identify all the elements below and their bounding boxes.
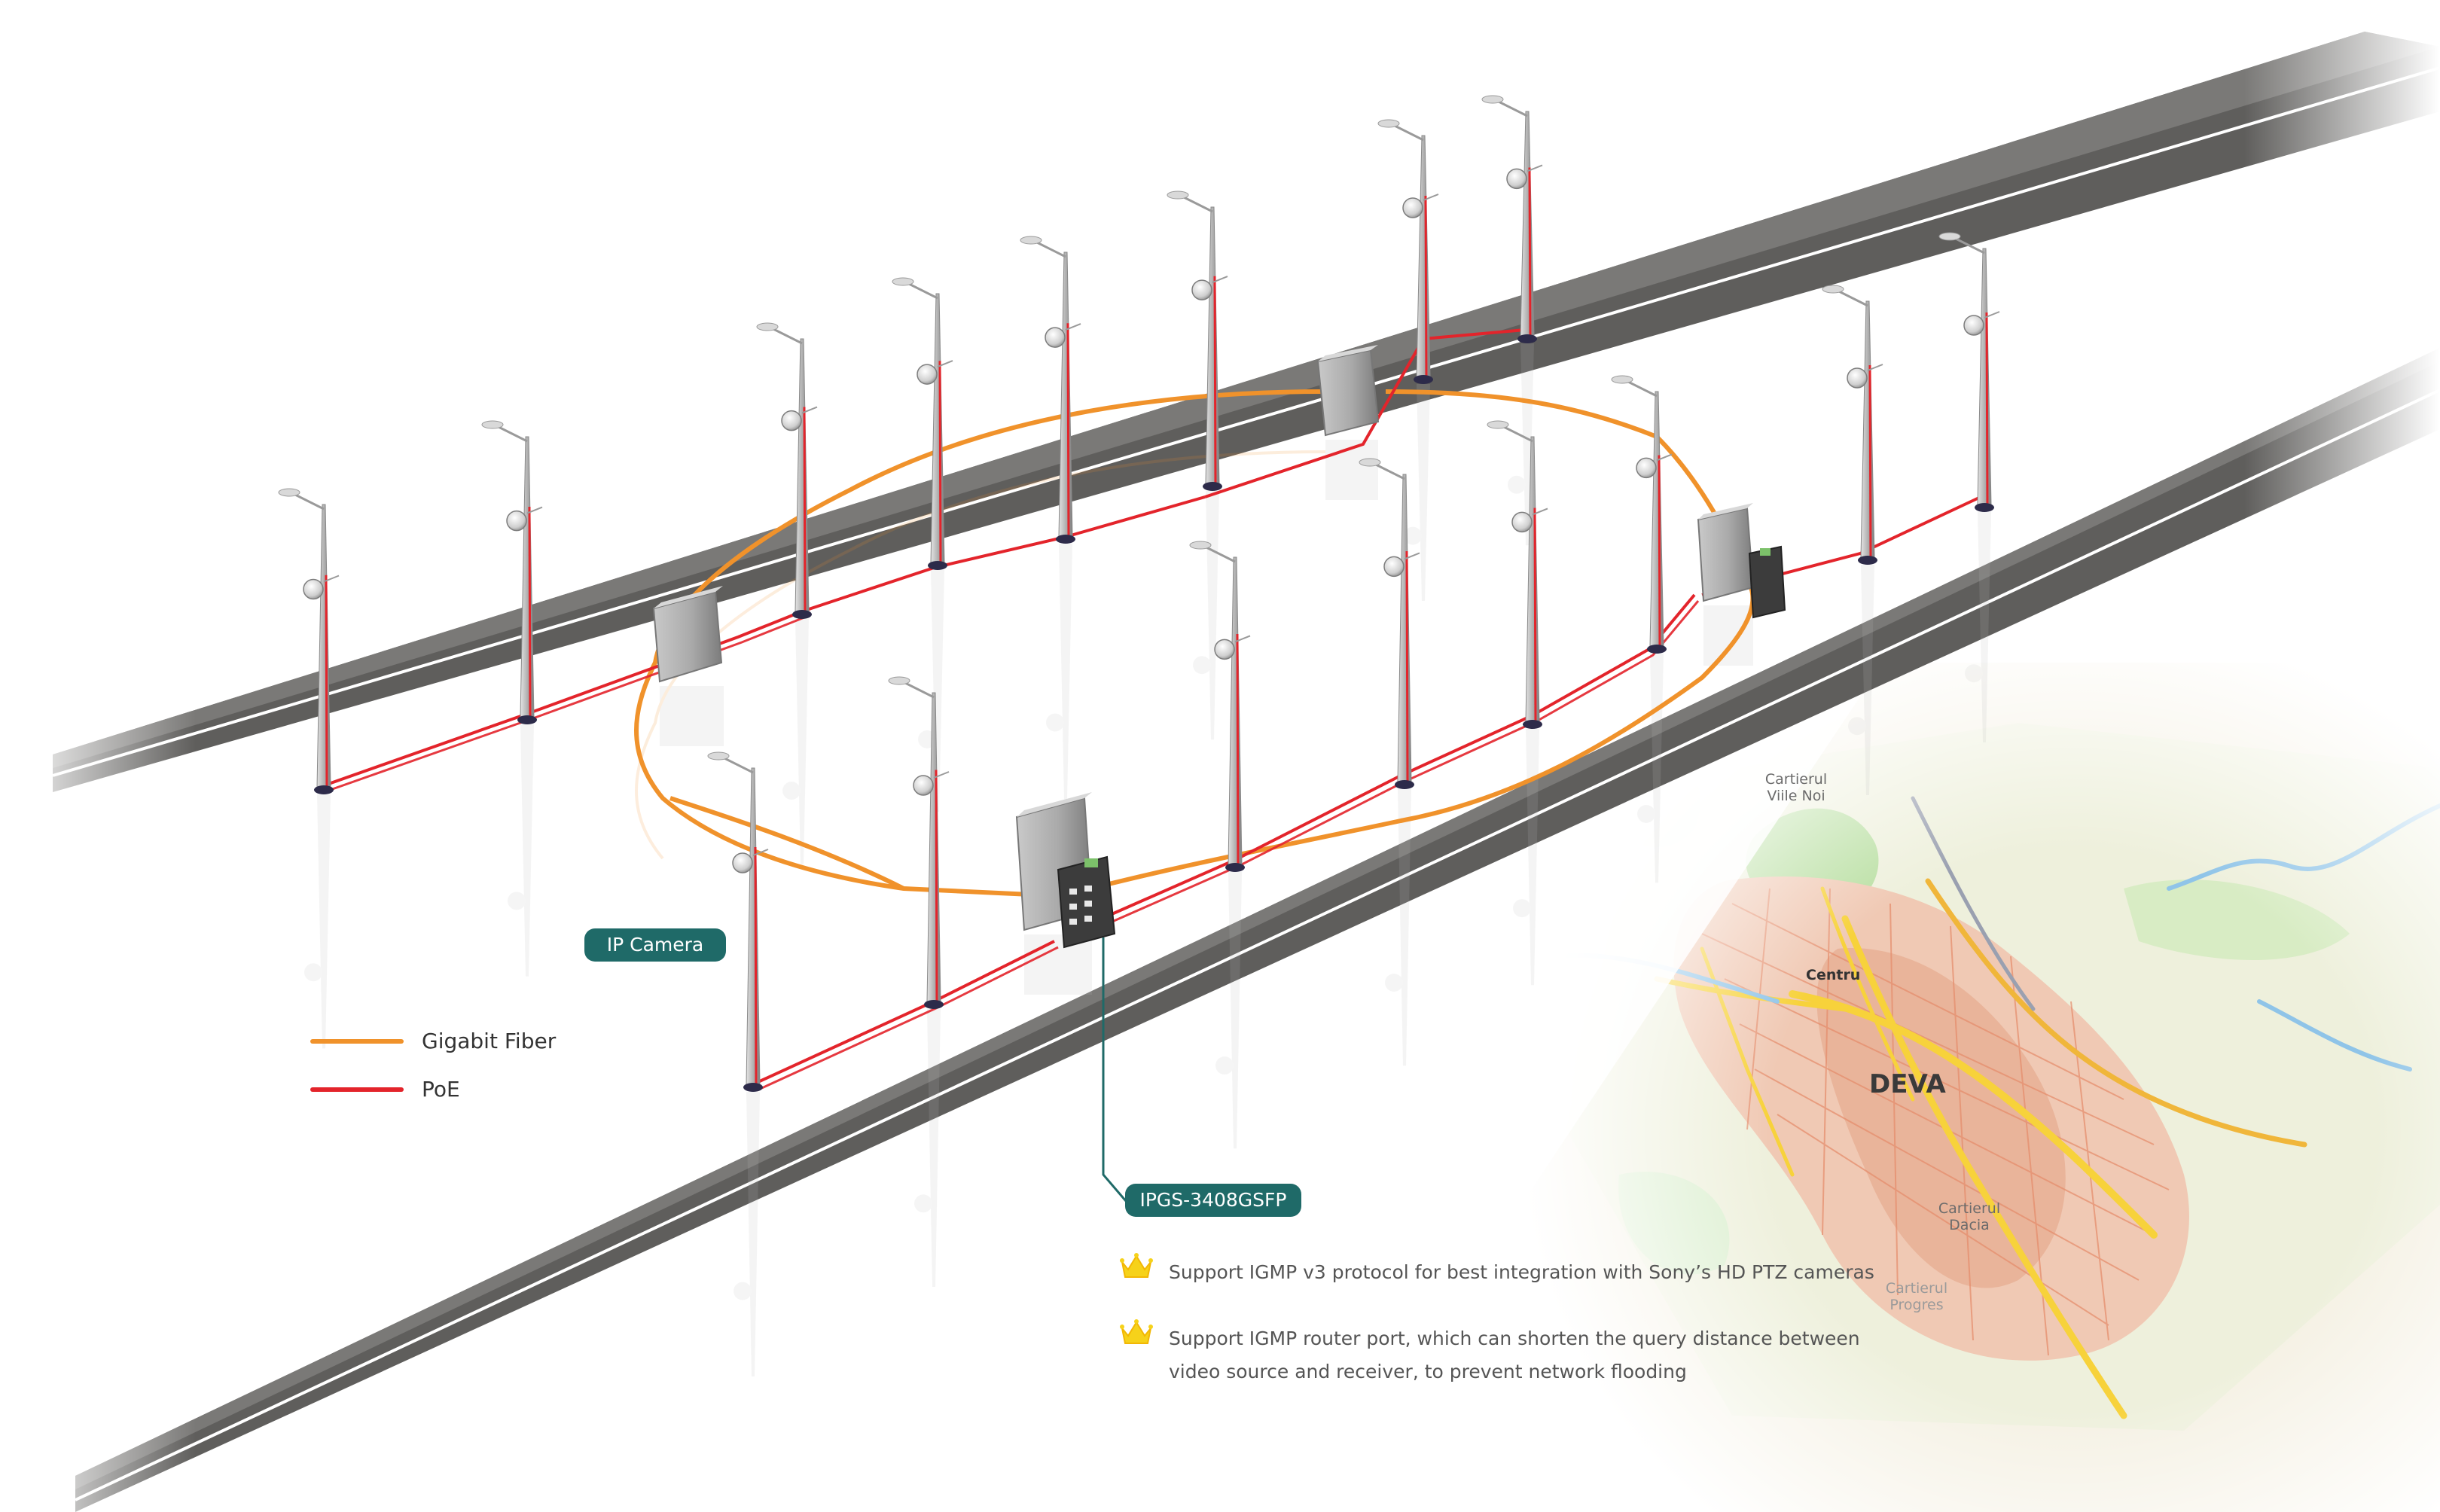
street-pole-icon xyxy=(1822,285,1883,565)
switch-model-label: IPGS-3408GSFP xyxy=(1125,1184,1301,1217)
feature-text: Support IGMP router port, which can shor… xyxy=(1169,1328,1860,1382)
ptz-camera-icon xyxy=(1963,315,1984,336)
street-pole-icon xyxy=(1167,191,1228,491)
ptz-camera-icon xyxy=(1214,639,1235,660)
street-pole-icon xyxy=(1611,375,1673,654)
street-pole-icon xyxy=(481,420,543,724)
street-poles xyxy=(278,95,2000,1092)
ptz-camera-icon xyxy=(1191,279,1212,300)
feature-item: Support IGMP v3 protocol for best integr… xyxy=(1119,1253,1932,1289)
ptz-camera-icon xyxy=(1506,168,1527,190)
street-pole-icon xyxy=(1481,95,1543,343)
fiber-swatch xyxy=(310,1038,404,1044)
switch-icon xyxy=(1748,545,1786,619)
ptz-camera-icon xyxy=(303,578,324,600)
ip-camera-label: IP Camera xyxy=(584,928,726,962)
map-district-label: Cartierul Progres xyxy=(1885,1280,1948,1313)
ptz-camera-icon xyxy=(917,364,938,385)
ptz-camera-icon xyxy=(1383,556,1405,578)
street-pole-icon xyxy=(1020,236,1081,544)
callout-lines xyxy=(1102,937,1127,1202)
legend-label: PoE xyxy=(422,1077,460,1102)
ptz-camera-icon xyxy=(1847,367,1868,389)
street-pole-icon xyxy=(756,322,818,619)
map-city-label: DEVA xyxy=(1869,1069,1946,1099)
reflections xyxy=(304,343,1991,1376)
cabinets xyxy=(652,345,1786,949)
street-pole-icon xyxy=(707,751,769,1092)
legend-label: Gigabit Fiber xyxy=(422,1029,557,1053)
map-district-label: Cartierul Dacia xyxy=(1938,1200,2001,1233)
street-pole-icon xyxy=(1938,232,2000,512)
cabinet-icon xyxy=(1697,503,1755,602)
ptz-camera-icon xyxy=(1402,197,1423,218)
ptz-camera-icon xyxy=(1511,511,1533,533)
street-pole-icon xyxy=(1189,541,1251,872)
street-pole-icon xyxy=(1359,458,1420,789)
ptz-camera-icon xyxy=(1045,327,1066,348)
ptz-camera-icon xyxy=(913,775,934,796)
ptz-camera-icon xyxy=(781,410,802,431)
ptz-camera-icon xyxy=(732,852,753,873)
switch-icon xyxy=(1057,855,1116,949)
crown-icon xyxy=(1120,1253,1153,1278)
cabinet-icon xyxy=(652,586,723,683)
street-pole-icon xyxy=(892,277,953,570)
poe-swatch xyxy=(310,1087,404,1092)
street-pole-icon xyxy=(1377,119,1439,384)
street-pole-icon xyxy=(278,488,340,794)
legend-item-poe: PoE xyxy=(310,1077,460,1102)
ptz-camera-icon xyxy=(506,510,527,532)
street-pole-icon xyxy=(888,676,950,1009)
legend-item-fiber: Gigabit Fiber xyxy=(310,1029,556,1053)
crown-icon xyxy=(1120,1319,1153,1344)
feature-text: Support IGMP v3 protocol for best integr… xyxy=(1169,1261,1874,1283)
cabinet-icon xyxy=(1316,345,1380,437)
map-district-label: Cartierul Viile Noi xyxy=(1764,771,1828,804)
city-map xyxy=(1521,663,2440,1512)
street-pole-icon xyxy=(1487,420,1548,729)
ptz-camera-icon xyxy=(1636,457,1657,479)
map-district-label: Centru xyxy=(1806,967,1861,983)
feature-item: Support IGMP router port, which can shor… xyxy=(1119,1319,1872,1389)
